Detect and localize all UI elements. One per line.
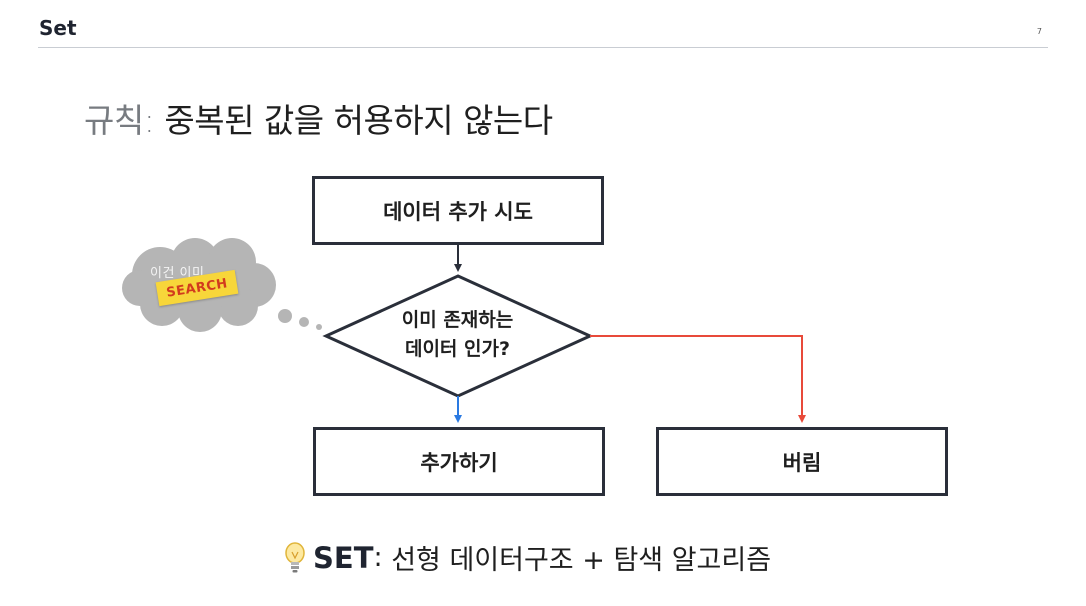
thought-cloud	[122, 238, 276, 332]
start-box: 데이터 추가 시도	[312, 176, 604, 245]
arrow-no	[590, 335, 806, 423]
header-title: Set	[39, 16, 77, 40]
page-number: 7	[1036, 27, 1042, 36]
start-box-label: 데이터 추가 시도	[383, 199, 533, 224]
lightbulb-icon	[285, 541, 305, 572]
add-box-label: 추가하기	[420, 450, 498, 475]
summary-text: 선형 데이터구조 + 탐색 알고리즘	[391, 545, 772, 576]
summary-separator: :	[373, 542, 383, 573]
summary-keyword: SET	[313, 540, 374, 575]
discard-box: 버림	[656, 427, 948, 496]
decision-line-2: 데이터 인가?	[404, 338, 511, 360]
rule-text: 중복된 값을 허용하지 않는다	[164, 101, 553, 140]
thought-dot-medium	[299, 317, 309, 327]
rule-separator: :	[143, 101, 155, 140]
decision-label: 이미 존재하는 데이터 인가?	[355, 306, 560, 364]
discard-box-label: 버림	[782, 450, 822, 475]
add-box: 추가하기	[313, 427, 605, 496]
thought-dot-small	[316, 324, 322, 330]
header-divider	[38, 47, 1048, 48]
rule-heading: 규칙: 중복된 값을 허용하지 않는다	[84, 94, 553, 142]
decision-line-1: 이미 존재하는	[401, 309, 514, 331]
thought-dot-large	[278, 309, 292, 323]
summary-line: SET: 선형 데이터구조 + 탐색 알고리즘	[283, 538, 771, 577]
rule-label: 규칙	[84, 101, 144, 140]
